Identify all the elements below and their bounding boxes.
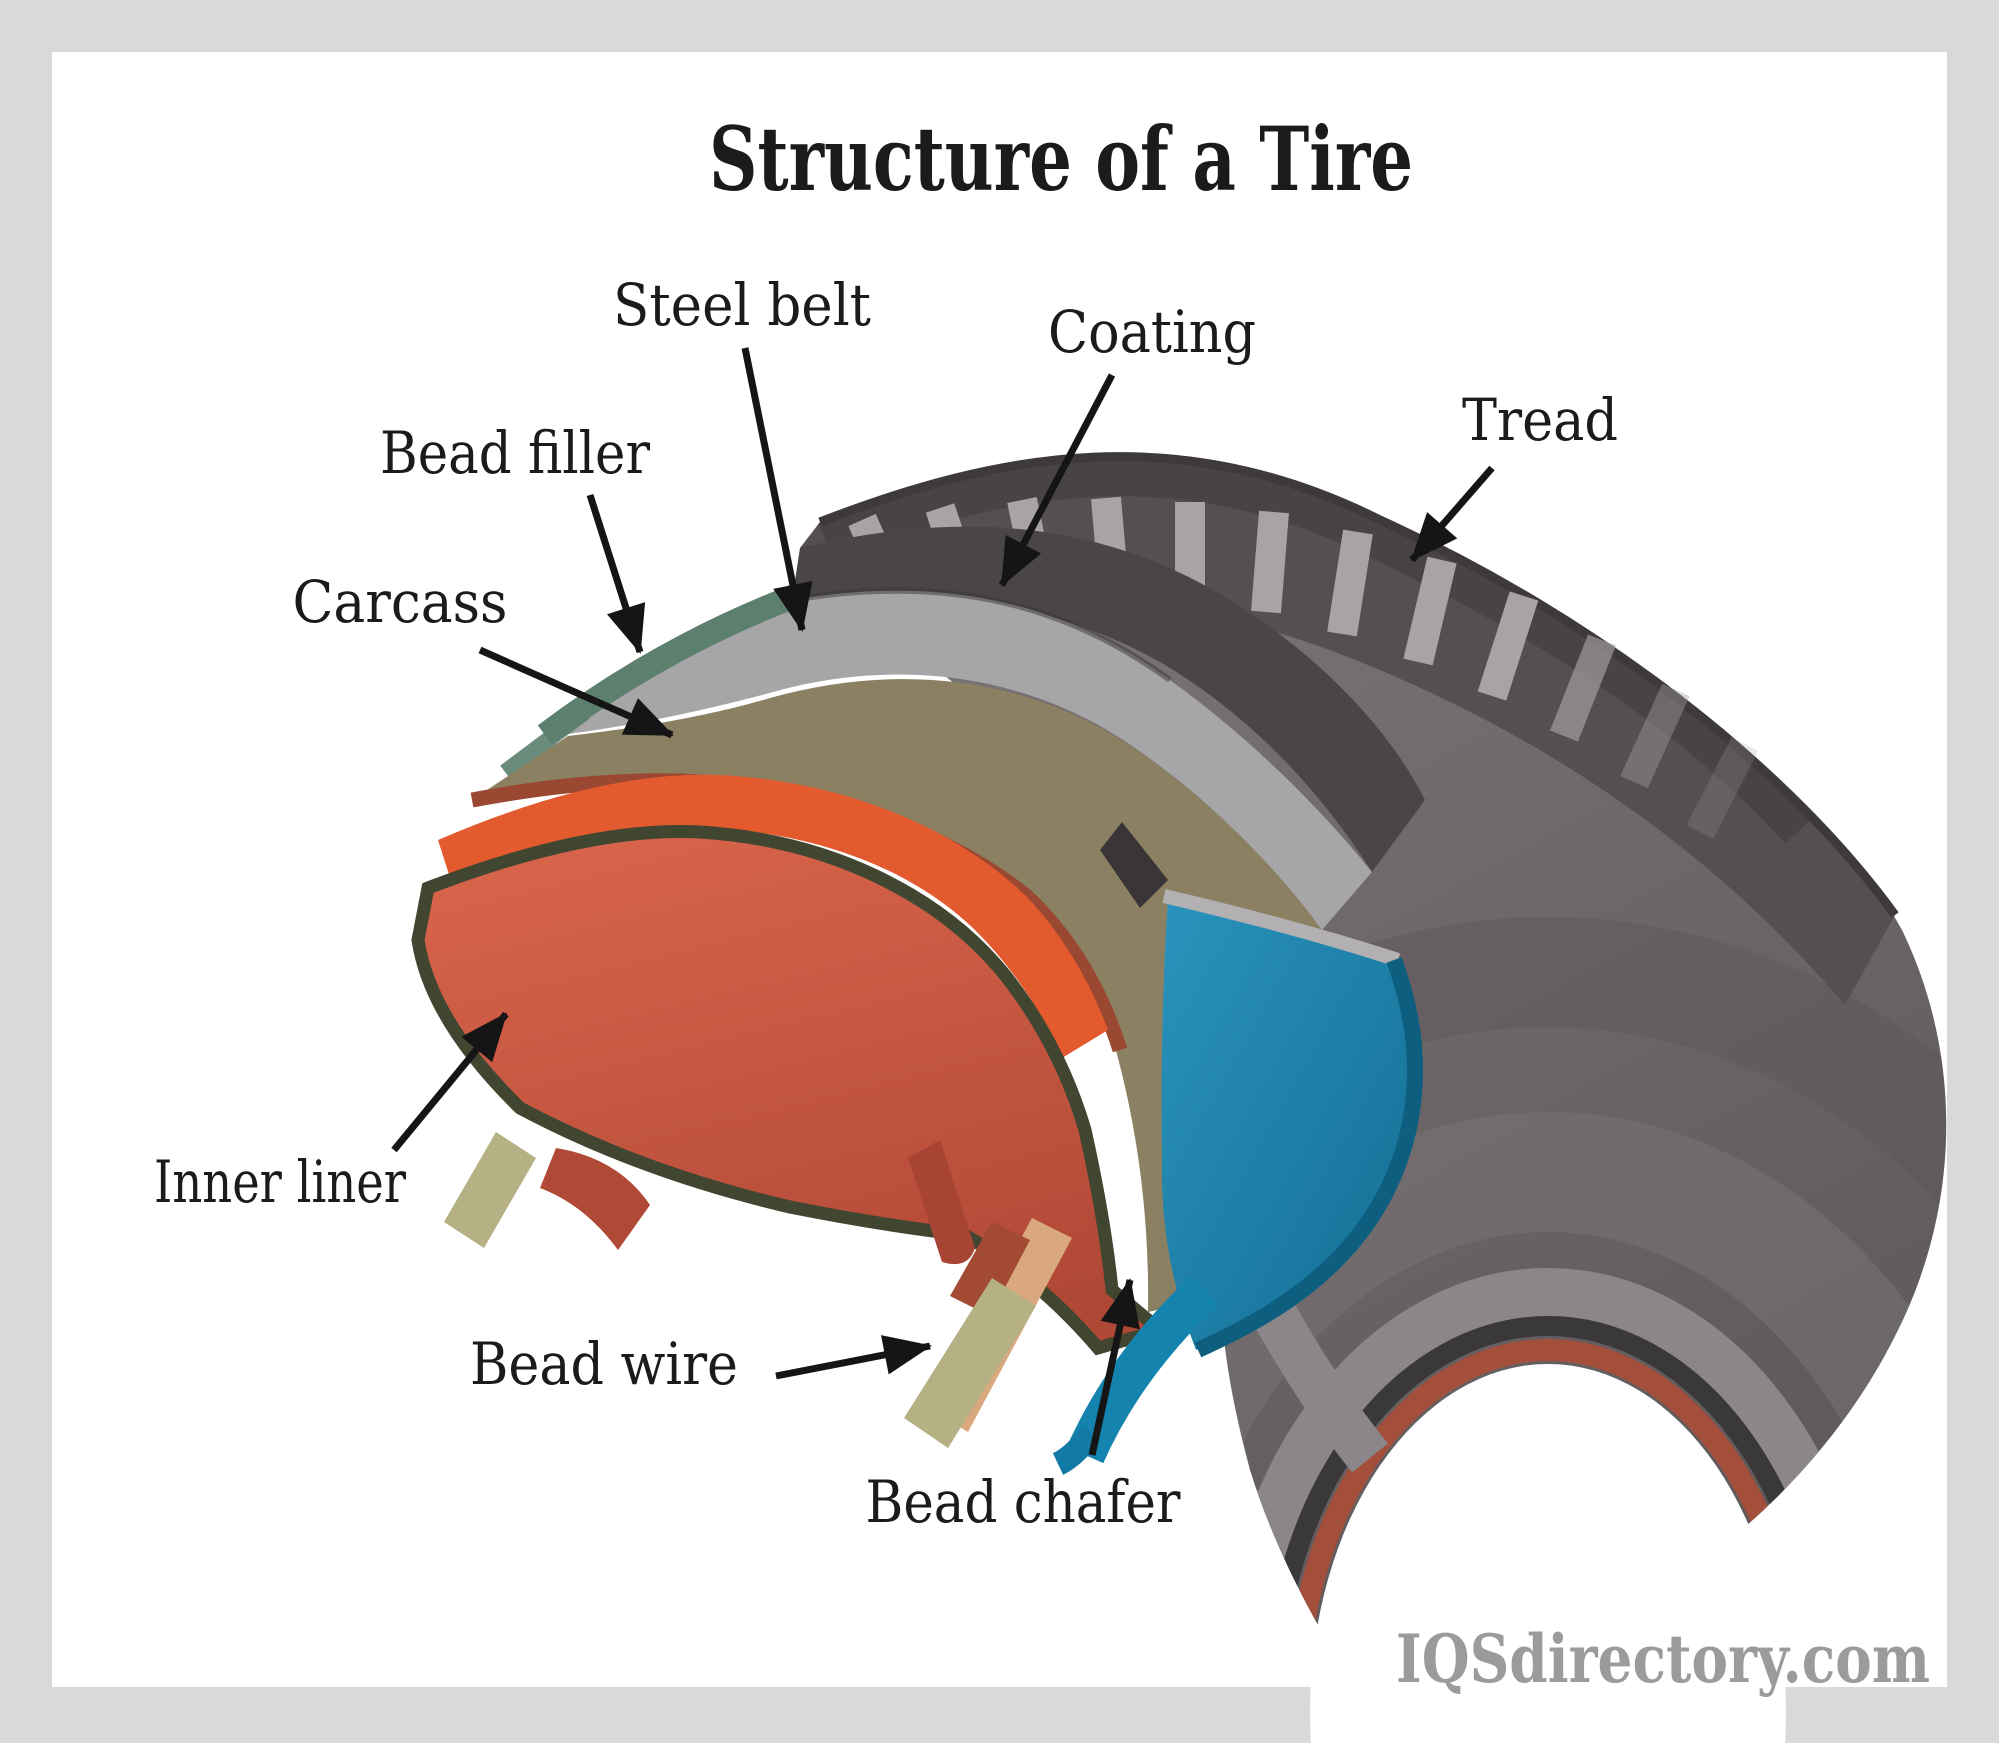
arrow-bead-filler [586,493,646,654]
inner-liner-fold [908,1140,975,1265]
arch-ring-brown [1285,1339,1811,1659]
label-bead-chafer: Bead chafer [866,1468,1181,1536]
cut-shadow-wedge [1100,822,1168,908]
annotations: Steel belt Coating Tread Bead filler Car… [154,271,1618,1536]
tread-groove [1251,510,1289,614]
orange-ply-layer [438,774,1108,1058]
bead-brown-strip [950,1222,1030,1316]
arrow-tread [1409,465,1495,563]
tread-groove [1477,591,1539,701]
arrow-bead-chafer [1088,1278,1140,1456]
label-inner-liner: Inner liner [154,1148,406,1216]
page-title: Structure of a Tire [709,107,1413,211]
tread-groove [1686,737,1759,839]
bead-wire-stick-right [904,1278,1036,1448]
bead-filler-step [500,705,590,779]
label-carcass: Carcass [293,568,508,636]
label-bead-filler: Bead filler [380,419,650,487]
tread-silhouette-line [818,452,1899,918]
tread-groove [1550,634,1616,742]
tire-illustration [411,452,1947,1743]
arrow-carcass [478,646,674,739]
arrow-inner-liner [391,1011,509,1153]
wheel-arch-opening [1310,1364,1786,1743]
belt-edge-sliver [1162,889,1401,967]
inner-liner-left-curl [540,1148,650,1250]
coating-layer [792,526,1425,872]
arch-ring-gray [1214,1268,1882,1659]
label-tread: Tread [1462,386,1618,454]
steel-belt-layer [560,590,1372,930]
sidewall-shading [853,917,1947,1659]
sidewall-shading-ring-inner [1058,1112,1947,1659]
tread-groove [1327,529,1373,637]
tread-groove [1620,683,1690,789]
label-bead-wire: Bead wire [470,1330,738,1398]
label-coating: Coating [1048,298,1256,366]
tread-shoulder-edge [818,456,1815,844]
watermark: IQSdirectory.com [1396,1620,1930,1698]
arrow-coating [998,373,1116,587]
sidewall-shading-ring-outer [853,917,1947,1659]
bead-chafer-tail-tip [1052,1424,1102,1475]
bead-wire-stick-left [444,1132,536,1248]
arch-ring-dark [1262,1316,1834,1659]
arrow-bead-wire [775,1335,932,1380]
label-arrows [391,347,1495,1456]
tread-groove [1403,556,1457,666]
label-steel-belt: Steel belt [613,271,871,339]
arrow-steel-belt [741,347,813,632]
bead-chafer-dark-rim [1194,957,1423,1358]
